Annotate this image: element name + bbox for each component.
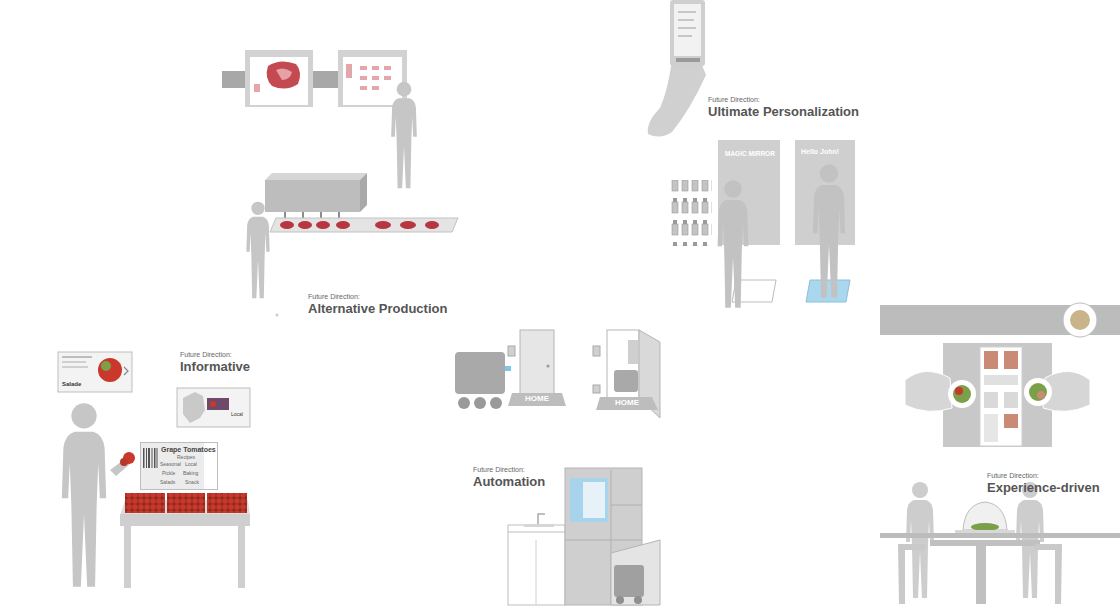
map-screen xyxy=(177,388,250,427)
caption-label: Ultimate Personalization xyxy=(708,105,859,119)
sign-title: Hello John! xyxy=(801,148,839,156)
home-entry xyxy=(593,330,660,418)
delivery-robot xyxy=(455,330,566,409)
dining-side-view xyxy=(880,482,1120,604)
sign-box: MAGIC MIRROR xyxy=(718,140,780,245)
meat-printer xyxy=(265,173,458,232)
meat-screens xyxy=(222,50,407,107)
produce-table xyxy=(120,442,250,588)
caption-label: HOME xyxy=(615,399,639,408)
sign-tag: Pickle xyxy=(162,471,175,477)
sign-tag: Baking xyxy=(183,471,198,477)
caption-label: Experience-driven xyxy=(987,481,1100,495)
sign-tag: Recipes xyxy=(177,455,195,461)
sign-box: Grape TomatoesRecipesSeasonal LocalPickle… xyxy=(140,442,218,490)
sign-title: MAGIC MIRROR xyxy=(725,150,775,157)
caption-label: Future Direction: xyxy=(708,96,760,104)
recipe-screen xyxy=(58,352,132,392)
caption-label: Informative xyxy=(180,360,250,374)
sign-tag: Snack xyxy=(185,480,199,486)
caption-label: Alternative Production xyxy=(308,302,447,316)
caption-label: Salade xyxy=(62,381,81,388)
caption-label: Future Direction: xyxy=(308,293,360,301)
sign-title: Grape Tomatoes xyxy=(161,446,216,454)
bottle-rack xyxy=(670,180,712,246)
caption-label: Future Direction: xyxy=(987,472,1039,480)
hand-with-phone xyxy=(648,0,706,137)
floor-mat xyxy=(806,280,850,302)
caption-label: Future Direction: xyxy=(180,351,232,359)
sign-tag: Local xyxy=(185,462,197,468)
caption-label: Automation xyxy=(473,475,545,489)
dining-top-view xyxy=(880,303,1120,447)
sign-tag: Salads xyxy=(160,480,175,486)
caption-label: Local xyxy=(231,412,243,418)
sign-tag: Seasonal xyxy=(160,462,181,468)
caption-label: HOME xyxy=(525,395,549,404)
caption-label: Future Direction: xyxy=(473,466,525,474)
sign-box: Hello John! xyxy=(795,140,855,245)
